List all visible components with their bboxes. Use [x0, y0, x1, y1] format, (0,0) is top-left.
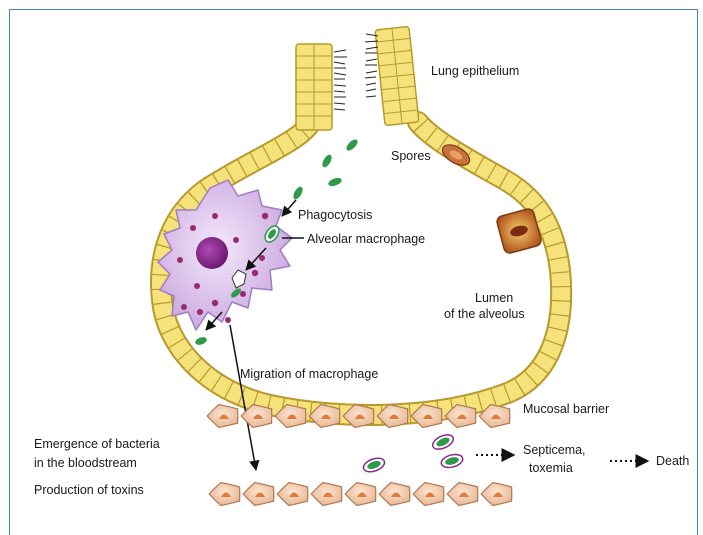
spore	[320, 153, 333, 169]
phagocytosis-arrow	[282, 200, 296, 216]
right-epithelium-column	[365, 26, 419, 125]
label-emergence-line2: in the bloodstream	[34, 456, 137, 470]
spore	[291, 185, 304, 201]
blood-vessel-cell	[243, 483, 274, 506]
label-lung-epithelium: Lung epithelium	[431, 64, 519, 78]
label-phagocytosis: Phagocytosis	[298, 208, 372, 222]
blood-vessel-cell	[345, 483, 376, 506]
mucosal-barrier-cells	[207, 405, 510, 428]
label-lumen-line1: Lumen	[475, 291, 513, 305]
label-lumen-line2: of the alveolus	[444, 307, 525, 321]
label-death: Death	[656, 454, 689, 468]
blood-vessel-cell	[277, 483, 308, 506]
label-migration: Migration of macrophage	[240, 367, 378, 381]
blood-vessel-cell	[311, 483, 342, 506]
spore	[345, 138, 360, 153]
blood-vessel-cell	[447, 483, 478, 506]
mucosal-cell	[207, 405, 238, 428]
blood-vessel-cell	[379, 483, 410, 506]
blood-spore	[430, 432, 455, 452]
label-septicema-line1: Septicema,	[523, 443, 586, 457]
blood-vessel-cell	[209, 483, 240, 506]
label-mucosal-barrier: Mucosal barrier	[523, 402, 609, 416]
label-alveolar-macrophage: Alveolar macrophage	[307, 232, 425, 246]
blood-spores	[362, 432, 465, 474]
blood-spore	[440, 452, 464, 469]
label-spores: Spores	[391, 149, 431, 163]
spore	[327, 176, 343, 187]
macrophage-nucleus	[196, 237, 228, 269]
left-epithelium-column	[296, 44, 347, 130]
blood-vessel-cell	[481, 483, 512, 506]
label-septicema-line2: toxemia	[529, 461, 573, 475]
blood-spore	[362, 456, 387, 475]
bloodstream-cells	[209, 483, 512, 506]
label-emergence-line1: Emergence of bacteria	[34, 437, 160, 451]
spore	[194, 336, 208, 347]
label-production-toxins: Production of toxins	[34, 483, 144, 497]
blood-vessel-cell	[413, 483, 444, 506]
